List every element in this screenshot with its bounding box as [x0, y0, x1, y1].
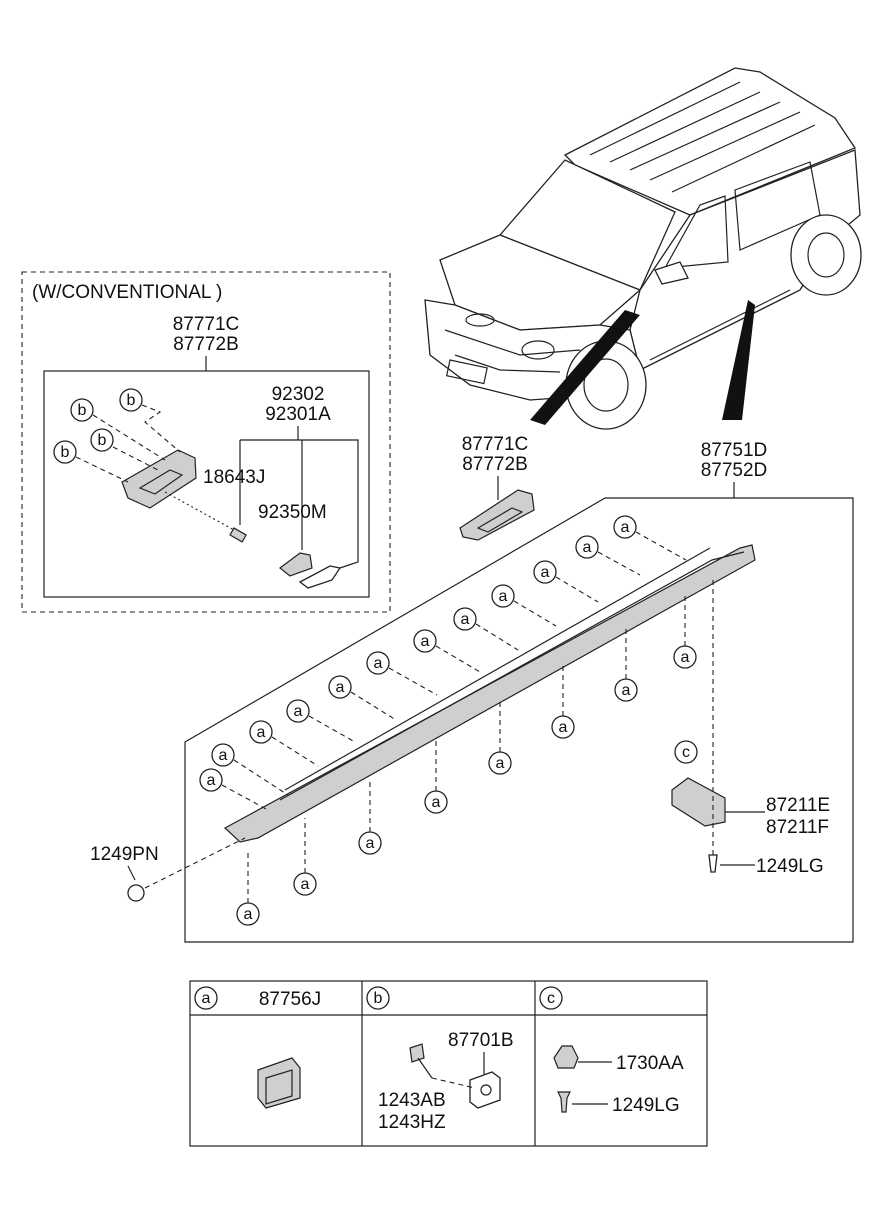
svg-text:a: a	[421, 633, 430, 650]
part-label-87772B: 87772B	[173, 334, 239, 355]
svg-text:a: a	[622, 682, 631, 699]
legend-key-c: c	[539, 986, 563, 1010]
svg-text:a: a	[432, 794, 441, 811]
part-label-87211E: 87211E	[766, 795, 830, 816]
part-label-87752D: 87752D	[701, 460, 768, 481]
svg-text:b: b	[61, 444, 70, 461]
bulb-18643J	[229, 527, 247, 543]
svg-text:b: b	[127, 392, 136, 409]
side-repeater-garnish	[121, 449, 197, 509]
bracket-87211E	[671, 777, 726, 827]
svg-text:b: b	[374, 990, 383, 1007]
part-label-87751D: 87751D	[701, 440, 768, 461]
marker-c: c	[674, 740, 698, 764]
part-label-87771C: 87771C	[462, 434, 529, 455]
marker-b: b	[70, 398, 94, 422]
svg-text:a: a	[541, 564, 550, 581]
svg-text:a: a	[681, 649, 690, 666]
side-sill-frame	[184, 497, 854, 943]
marker-a: a	[293, 872, 317, 896]
vehicle-illustration	[424, 67, 862, 430]
marker-a: a	[286, 699, 310, 723]
conventional-dashed-frame	[21, 271, 391, 613]
svg-text:a: a	[621, 519, 630, 536]
svg-text:a: a	[374, 655, 383, 672]
part-label-92302: 92302	[272, 384, 325, 405]
marker-a: a	[413, 629, 437, 653]
part-label-1243HZ: 1243HZ	[378, 1112, 446, 1133]
svg-text:a: a	[499, 588, 508, 605]
svg-text:a: a	[461, 611, 470, 628]
svg-text:b: b	[78, 402, 87, 419]
svg-text:a: a	[207, 772, 216, 789]
part-label-87772B: 87772B	[462, 454, 528, 475]
legend-table: a 87756J b 87701B 1243AB 1243HZ c 1730AA…	[189, 980, 708, 1147]
lamp-92302	[279, 552, 313, 577]
svg-text:a: a	[559, 719, 568, 736]
svg-text:a: a	[244, 906, 253, 923]
marker-a: a	[673, 645, 697, 669]
part-label-92301A: 92301A	[265, 404, 331, 425]
marker-a: a	[236, 902, 260, 926]
garnish-group: 87771C 87772B	[459, 434, 535, 541]
lens-92350M	[298, 565, 342, 589]
part-label-1730AA: 1730AA	[616, 1053, 684, 1074]
marker-a: a	[199, 768, 223, 792]
marker-a: a	[614, 678, 638, 702]
marker-a: a	[575, 535, 599, 559]
part-label-1249LG: 1249LG	[756, 856, 824, 877]
svg-text:a: a	[202, 990, 211, 1007]
screw-1249PN	[127, 884, 145, 902]
part-label-1249PN: 1249PN	[90, 844, 159, 865]
screw-1249LG	[708, 854, 718, 873]
svg-text:c: c	[547, 990, 555, 1007]
side-sill-section: 87751D 87752D 87211E 87211F c 1249LG 124…	[90, 440, 854, 943]
conventional-title: (W/CONVENTIONAL )	[32, 282, 222, 303]
screw-1243AB	[409, 1043, 425, 1063]
legend-key-b: b	[366, 986, 390, 1010]
marker-a: a	[453, 607, 477, 631]
marker-a: a	[328, 675, 352, 699]
marker-a: a	[211, 743, 235, 767]
part-label-87756J: 87756J	[259, 989, 321, 1010]
part-label-87701B: 87701B	[448, 1030, 514, 1051]
part-label-1249LG: 1249LG	[612, 1095, 680, 1116]
marker-a: a	[491, 584, 515, 608]
marker-a: a	[358, 831, 382, 855]
part-label-87771C: 87771C	[173, 314, 240, 335]
marker-b: b	[119, 388, 143, 412]
legend-key-a: a	[194, 986, 218, 1010]
marker-a: a	[366, 651, 390, 675]
marker-a: a	[488, 751, 512, 775]
grommet-87701B	[469, 1071, 501, 1109]
marker-b: b	[90, 428, 114, 452]
svg-text:a: a	[336, 679, 345, 696]
svg-text:a: a	[496, 755, 505, 772]
svg-text:b: b	[98, 432, 107, 449]
conventional-section: (W/CONVENTIONAL ) 87771C 87772B 92302 92…	[21, 271, 391, 613]
clip-1730AA	[553, 1045, 579, 1069]
conventional-inner-frame	[43, 370, 370, 598]
svg-text:a: a	[294, 703, 303, 720]
marker-a: a	[249, 720, 273, 744]
garnish-part	[459, 489, 535, 541]
marker-a: a	[551, 715, 575, 739]
svg-text:a: a	[583, 539, 592, 556]
svg-text:a: a	[301, 876, 310, 893]
marker-a: a	[533, 560, 557, 584]
side-sill-molding	[223, 544, 756, 843]
svg-text:a: a	[366, 835, 375, 852]
svg-text:a: a	[219, 747, 228, 764]
svg-text:c: c	[682, 744, 690, 761]
part-label-87211F: 87211F	[766, 817, 829, 838]
svg-text:a: a	[257, 724, 266, 741]
part-label-18643J: 18643J	[203, 467, 265, 488]
marker-a: a	[613, 515, 637, 539]
screw-1249LG-legend	[557, 1091, 571, 1113]
marker-b: b	[53, 440, 77, 464]
part-label-1243AB: 1243AB	[378, 1090, 446, 1111]
part-label-92350M: 92350M	[258, 502, 327, 523]
marker-a: a	[424, 790, 448, 814]
